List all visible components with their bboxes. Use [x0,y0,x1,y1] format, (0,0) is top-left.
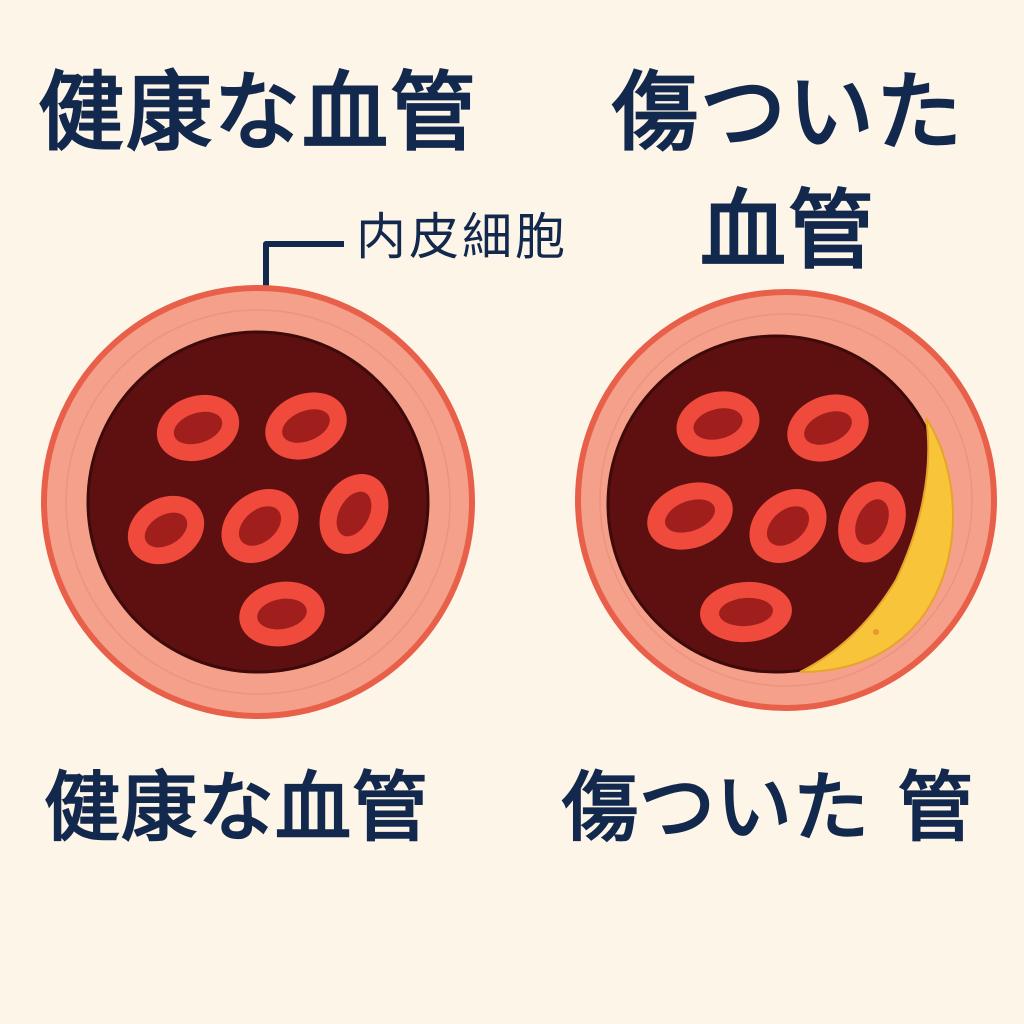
red-blood-cell [647,482,733,550]
healthy-red-blood-cells [127,392,389,647]
damaged-vessel-title-line1: 傷ついた [612,63,964,163]
damaged-red-blood-cells [647,391,906,643]
healthy-vessel [41,285,475,719]
plaque-spot [873,629,879,635]
damaged-vessel-title-line2: 血管 [700,181,876,281]
endothelial-leader-line [263,241,344,290]
healthy-vessel-wall-texture [65,309,451,695]
red-blood-cell [127,495,205,565]
damaged-vessel [575,289,997,711]
endothelial-cell-label: 内皮細胞 [356,208,568,266]
red-blood-cell [156,394,240,462]
plaque-deposit [799,417,954,673]
red-blood-cell [319,473,389,555]
red-blood-cell [700,581,792,643]
red-blood-cell [265,392,347,460]
red-blood-cell [239,581,325,647]
red-blood-cell [221,489,299,563]
damaged-vessel-wall-texture [599,313,973,687]
healthy-vessel-title: 健康な血管 [38,63,478,163]
red-blood-cell [749,489,827,563]
red-blood-cell [676,391,760,457]
damaged-vessel-caption: 傷ついた 管 [562,763,975,852]
red-blood-cell [787,394,869,462]
healthy-vessel-caption: 健康な血管 [44,763,429,852]
red-blood-cell [838,481,906,563]
